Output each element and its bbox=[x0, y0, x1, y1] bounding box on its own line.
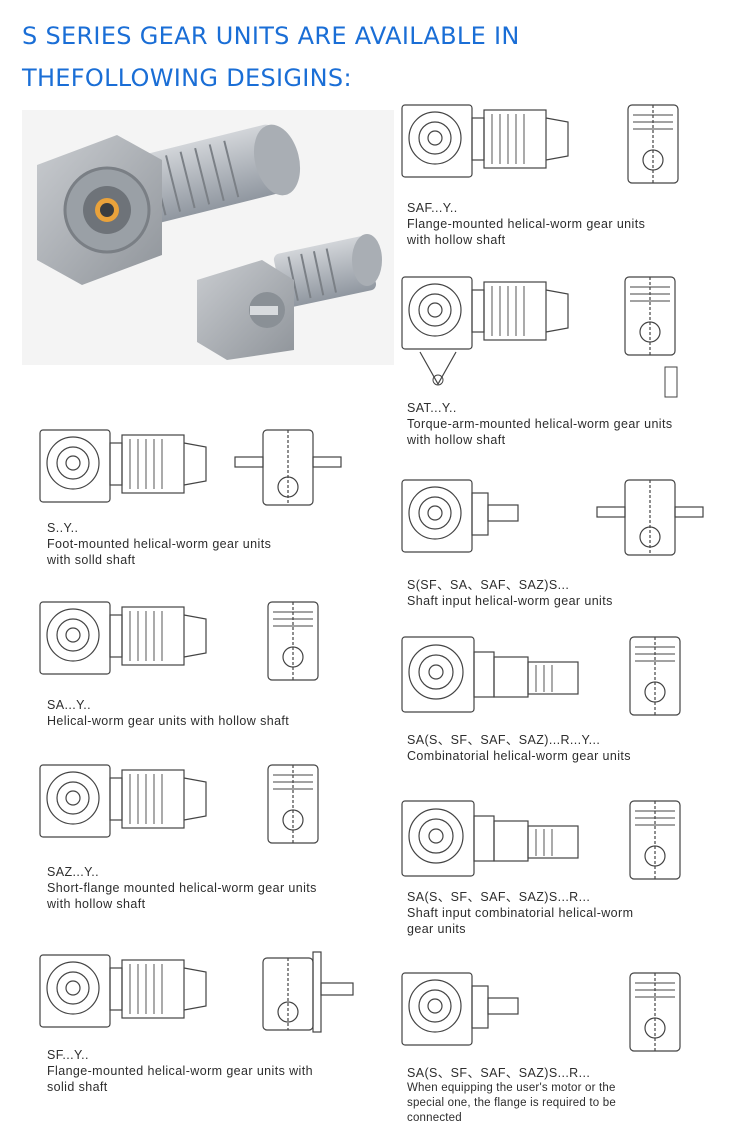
front-view-drawing bbox=[400, 475, 550, 560]
side-view-drawing bbox=[620, 632, 695, 722]
design-desc-line: with hollow shaft bbox=[407, 433, 506, 447]
design-desc-line: Shaft input combinatorial helical-worm bbox=[407, 906, 634, 920]
gear-units-photo bbox=[22, 110, 394, 365]
side-view-drawing bbox=[615, 272, 705, 398]
page-title-line-1: S SERIES GEAR UNITS ARE AVAILABLE IN bbox=[22, 22, 520, 50]
design-code: SA(S、SF、SAF、SAZ)...R...Y... bbox=[407, 733, 601, 747]
design-item-SA-S-R: SA(S、SF、SAF、SAZ)S...R... Shaft input com… bbox=[400, 796, 730, 946]
design-desc-line: When equipping the user's motor or the bbox=[407, 1082, 616, 1094]
design-caption: SA...Y.. Helical-worm gear units with ho… bbox=[47, 697, 289, 729]
design-desc-line: with hollow shaft bbox=[47, 897, 146, 911]
side-view-drawing bbox=[253, 950, 363, 1035]
side-view-drawing bbox=[233, 425, 348, 510]
front-view-drawing bbox=[400, 796, 595, 881]
front-view-drawing bbox=[400, 968, 520, 1053]
design-desc-line: Flange-mounted helical-worm gear units w… bbox=[47, 1064, 313, 1078]
front-view-drawing bbox=[400, 100, 575, 195]
design-desc-line: special one, the flange is required to b… bbox=[407, 1097, 616, 1109]
side-view-drawing bbox=[595, 475, 715, 560]
design-code: SF...Y.. bbox=[47, 1048, 89, 1062]
design-caption: SA(S、SF、SAF、SAZ)...R...Y... Combinatoria… bbox=[407, 732, 631, 764]
design-code: SA(S、SF、SAF、SAZ)S...R... bbox=[407, 1066, 591, 1080]
design-code: S..Y.. bbox=[47, 521, 79, 535]
side-view-drawing bbox=[258, 760, 333, 845]
design-desc-line: with solld shaft bbox=[47, 553, 136, 567]
design-item-SAZ-Y: SAZ...Y.. Short-flange mounted helical-w… bbox=[38, 760, 368, 920]
side-view-drawing bbox=[258, 597, 328, 682]
design-desc-line: connected bbox=[407, 1112, 462, 1124]
design-desc-line: Helical-worm gear units with hollow shaf… bbox=[47, 714, 290, 728]
design-caption: S..Y.. Foot-mounted helical-worm gear un… bbox=[47, 520, 271, 568]
design-code: S(SF、SA、SAF、SAZ)S... bbox=[407, 578, 570, 592]
design-code: SA(S、SF、SAF、SAZ)S...R... bbox=[407, 890, 591, 904]
gear-unit-large bbox=[37, 124, 301, 285]
design-item-S-Y: S..Y.. Foot-mounted helical-worm gear un… bbox=[38, 425, 358, 570]
design-item-S-shaft-input: S(SF、SA、SAF、SAZ)S... Shaft input helical… bbox=[400, 475, 730, 615]
design-desc-line: Flange-mounted helical-worm gear units bbox=[407, 217, 646, 231]
design-caption: S(SF、SA、SAF、SAZ)S... Shaft input helical… bbox=[407, 577, 613, 609]
design-caption: SA(S、SF、SAF、SAZ)S...R... Shaft input com… bbox=[407, 889, 633, 937]
design-item-SAT-Y: SAT...Y.. Torque-arm-mounted helical-wor… bbox=[400, 272, 730, 447]
front-view-drawing bbox=[400, 272, 575, 387]
side-view-drawing bbox=[620, 796, 695, 881]
design-desc-line: Combinatorial helical-worm gear units bbox=[407, 749, 631, 763]
design-item-SA-S-R-flange: SA(S、SF、SAF、SAZ)S...R... When equipping … bbox=[400, 968, 730, 1133]
gear-unit-small bbox=[197, 234, 382, 360]
design-desc-line: Foot-mounted helical-worm gear units bbox=[47, 537, 272, 551]
design-code: SA...Y.. bbox=[47, 698, 91, 712]
design-desc-line: solid shaft bbox=[47, 1080, 108, 1094]
front-view-drawing bbox=[400, 632, 595, 722]
design-item-SA-R-Y: SA(S、SF、SAF、SAZ)...R...Y... Combinatoria… bbox=[400, 632, 730, 772]
design-caption: SA(S、SF、SAF、SAZ)S...R... When equipping … bbox=[407, 1065, 616, 1126]
design-desc-line: Short-flange mounted helical-worm gear u… bbox=[47, 881, 317, 895]
side-view-drawing bbox=[618, 100, 698, 195]
page-title-line-2: THEFOLLOWING DESIGINS: bbox=[22, 64, 352, 92]
design-caption: SAZ...Y.. Short-flange mounted helical-w… bbox=[47, 864, 317, 912]
design-code: SAZ...Y.. bbox=[47, 865, 100, 879]
front-view-drawing bbox=[38, 597, 213, 682]
design-desc-line: Torque-arm-mounted helical-worm gear uni… bbox=[407, 417, 673, 431]
design-desc-line: with hollow shaft bbox=[407, 233, 506, 247]
design-code: SAF...Y.. bbox=[407, 201, 458, 215]
design-code: SAT...Y.. bbox=[407, 401, 457, 415]
design-item-SAF-Y: SAF...Y.. Flange-mounted helical-worm ge… bbox=[400, 100, 730, 250]
design-item-SF-Y: SF...Y.. Flange-mounted helical-worm gea… bbox=[38, 950, 368, 1100]
front-view-drawing bbox=[38, 950, 213, 1035]
design-desc-line: gear units bbox=[407, 922, 466, 936]
side-view-drawing bbox=[620, 968, 695, 1053]
design-caption: SF...Y.. Flange-mounted helical-worm gea… bbox=[47, 1047, 313, 1095]
front-view-drawing bbox=[38, 425, 213, 510]
front-view-drawing bbox=[38, 760, 213, 845]
design-caption: SAF...Y.. Flange-mounted helical-worm ge… bbox=[407, 200, 645, 248]
design-desc-line: Shaft input helical-worm gear units bbox=[407, 594, 613, 608]
design-caption: SAT...Y.. Torque-arm-mounted helical-wor… bbox=[407, 400, 673, 448]
design-item-SA-Y: SA...Y.. Helical-worm gear units with ho… bbox=[38, 597, 358, 737]
